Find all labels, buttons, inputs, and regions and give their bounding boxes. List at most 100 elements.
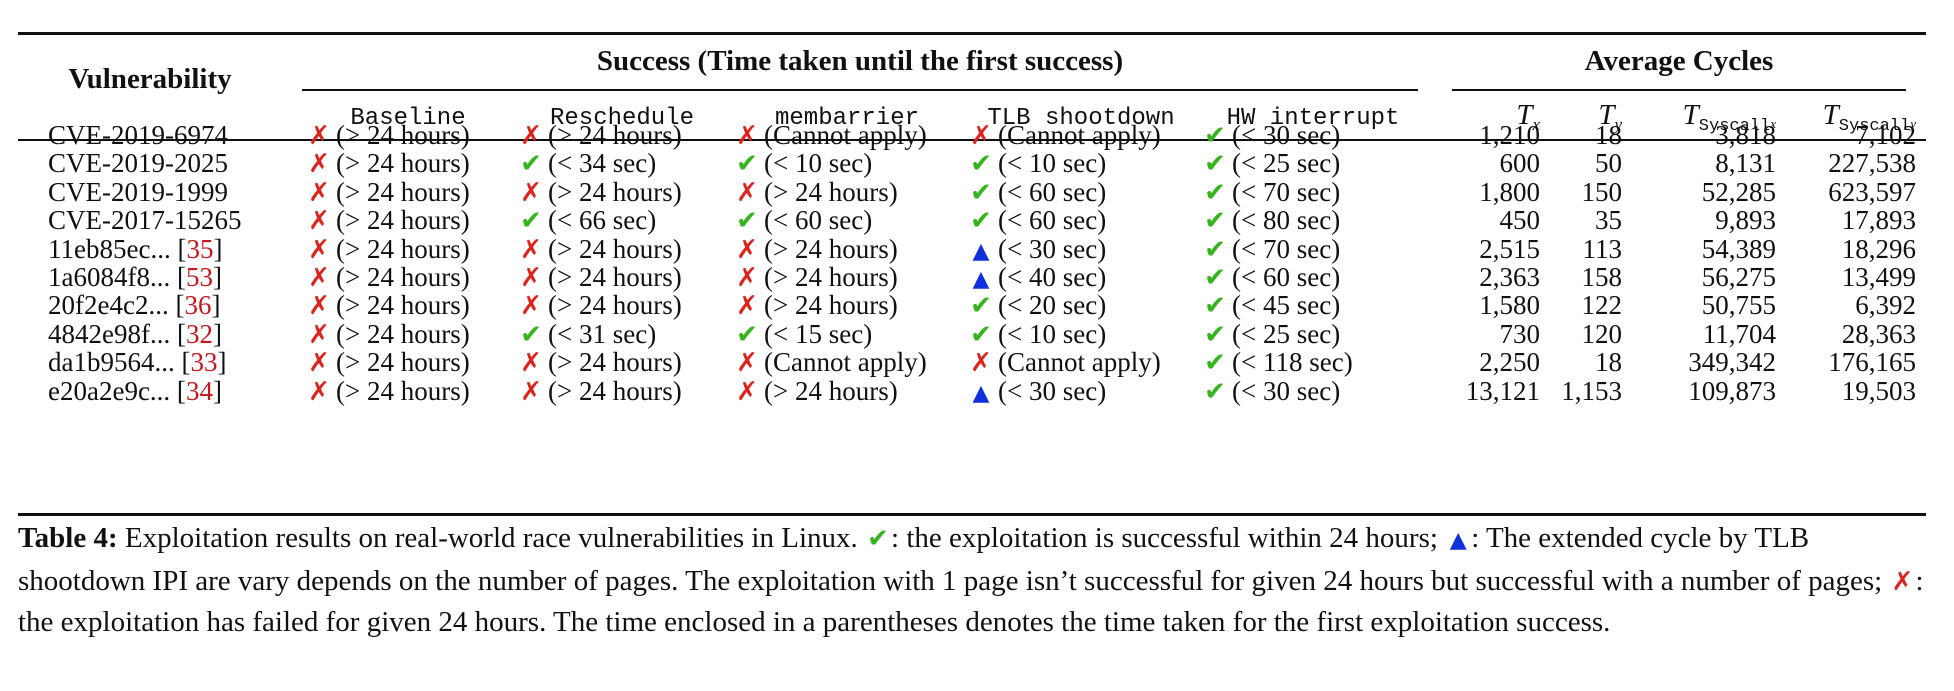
result-cell: ✔(< 15 sec) (734, 317, 872, 352)
cycles-tx-cell: 600 (1499, 148, 1541, 179)
citation-link[interactable]: 35 (186, 233, 214, 264)
header-membarrier: membarrier (774, 105, 920, 132)
citation-link[interactable]: 36 (184, 290, 212, 321)
result-cell: ✔(< 45 sec) (1202, 288, 1340, 323)
cycles-tx-cell: 2,363 (1479, 262, 1540, 292)
cycles-tx-cell: 730 (1499, 318, 1541, 349)
result-cell: ✔(< 30 sec) (1202, 374, 1340, 409)
vulnerability-name: CVE-2019-2025 (48, 148, 228, 179)
result-cell: ✗(> 24 hours) (734, 232, 898, 267)
check-mark-icon: ✔ (520, 319, 542, 350)
ballot-x-icon: ✗ (308, 206, 330, 237)
cycles-ty-cell: 50 (1595, 148, 1622, 179)
cycles-tsy-cell: 176,165 (1828, 347, 1916, 378)
check-mark-icon: ✔ (867, 524, 889, 554)
check-mark-icon: ✔ (970, 206, 992, 237)
result-cell: ✗(> 24 hours) (306, 345, 470, 380)
cycles-tsx-cell: 349,342 (1688, 347, 1776, 378)
ballot-x-icon: ✗ (308, 234, 330, 265)
result-cell: ✗(> 24 hours) (518, 232, 682, 267)
cycles-tsx-cell: 8,131 (1715, 148, 1776, 179)
check-mark-icon: ✔ (1204, 348, 1226, 379)
ballot-x-icon: ✗ (970, 348, 992, 379)
result-cell: ✔(< 118 sec) (1202, 345, 1353, 380)
table-bottom-rule (18, 513, 1926, 516)
result-cell: ✔(< 34 sec) (518, 146, 656, 181)
check-mark-icon: ✔ (1204, 291, 1226, 322)
cycles-tsy-cell: 28,363 (1841, 318, 1916, 349)
check-mark-icon: ✔ (970, 291, 992, 322)
cycles-tsy-cell: 18,296 (1841, 233, 1916, 264)
result-cell: ✔(< 60 sec) (968, 175, 1106, 210)
result-cell: ✗(> 24 hours) (518, 260, 682, 295)
ballot-x-icon: ✗ (520, 234, 542, 265)
result-cell: ✗(> 24 hours) (306, 118, 470, 153)
ballot-x-icon: ✗ (736, 263, 758, 293)
success-group-rule (302, 89, 1418, 91)
cycles-tx-cell: 1,580 (1479, 290, 1540, 321)
result-cell: ✔(< 10 sec) (968, 317, 1106, 352)
cycles-tsx-cell: 54,389 (1701, 233, 1776, 264)
cycles-tx-cell: 450 (1499, 205, 1541, 236)
table-caption: Table 4: Exploitation results on real-wo… (18, 518, 1938, 642)
check-mark-icon: ✔ (1204, 234, 1226, 265)
ballot-x-icon: ✗ (308, 376, 330, 407)
cycles-tx-cell: 1,800 (1479, 176, 1540, 207)
cycles-tx-cell: 13,121 (1465, 375, 1540, 406)
ballot-x-icon: ✗ (736, 348, 758, 379)
cycles-ty-cell: 158 (1581, 262, 1623, 292)
citation-link[interactable]: 53 (185, 262, 213, 292)
cycles-ty-cell: 18 (1595, 347, 1622, 378)
vulnerability-name: da1b9564... [33] (48, 347, 227, 378)
result-cell: ✗(> 24 hours) (518, 345, 682, 380)
result-cell: ✗(> 24 hours) (306, 260, 470, 295)
header-average-cycles: Average Cycles (1584, 45, 1774, 77)
result-cell: ✗(> 24 hours) (734, 374, 898, 409)
check-mark-icon: ✔ (1204, 149, 1226, 180)
cycles-ty-cell: 150 (1581, 176, 1623, 207)
result-cell: ✔(< 60 sec) (1202, 260, 1340, 295)
vulnerability-name: e20a2e9c... [34] (48, 375, 222, 406)
cycles-ty-cell: 113 (1582, 233, 1623, 264)
result-cell: ✗(Cannot apply) (734, 345, 927, 380)
result-cell: ✗(> 24 hours) (306, 317, 470, 352)
result-cell: ✗(> 24 hours) (306, 203, 470, 238)
ballot-x-icon: ✗ (736, 177, 758, 208)
header-vulnerability: Vulnerability (68, 63, 232, 95)
header-hw-interrupt: HW interrupt (1226, 105, 1400, 132)
result-cell: ✔(< 25 sec) (1202, 146, 1340, 181)
vulnerability-name: CVE-2017-15265 (48, 205, 242, 236)
cycles-tsy-cell: 7,102 (1855, 120, 1916, 150)
result-cell: ✔(< 66 sec) (518, 203, 656, 238)
ballot-x-icon: ✗ (308, 177, 330, 208)
ballot-x-icon: ✗ (520, 348, 542, 379)
result-cell: ✗(Cannot apply) (734, 118, 927, 153)
header-reschedule: Reschedule (549, 105, 695, 132)
check-mark-icon: ✔ (970, 149, 992, 180)
citation-link[interactable]: 33 (190, 347, 218, 378)
result-cell: ✔(< 10 sec) (968, 146, 1106, 181)
ballot-x-icon: ✗ (520, 177, 542, 208)
cycles-group-rule (1452, 89, 1906, 91)
citation-link[interactable]: 32 (185, 318, 213, 349)
ballot-x-icon: ✗ (520, 376, 542, 407)
ballot-x-icon: ✗ (308, 348, 330, 379)
triangle-icon: ▲ (972, 380, 990, 406)
triangle-icon: ▲ (972, 267, 990, 292)
header-baseline: Baseline (350, 105, 466, 132)
result-cell: ✗(Cannot apply) (968, 118, 1161, 153)
table-top-rule (18, 32, 1926, 35)
ballot-x-icon: ✗ (736, 291, 758, 322)
ballot-x-icon: ✗ (1891, 567, 1914, 597)
cycles-tsy-cell: 19,503 (1841, 375, 1916, 406)
header-tlb-shootdown: TLB shootdown (987, 105, 1175, 132)
header-tsyscall-x: TSyscallx (1682, 99, 1776, 136)
ballot-x-icon: ✗ (520, 291, 542, 322)
cycles-tsx-cell: 52,285 (1701, 176, 1776, 207)
citation-link[interactable]: 34 (185, 375, 213, 406)
caption-label: Table 4: (18, 522, 118, 554)
header-tsyscall-y: TSyscally (1822, 99, 1916, 136)
ballot-x-icon: ✗ (736, 234, 758, 265)
result-cell: ▲(< 30 sec) (968, 232, 1107, 269)
check-mark-icon: ✔ (1204, 263, 1226, 293)
